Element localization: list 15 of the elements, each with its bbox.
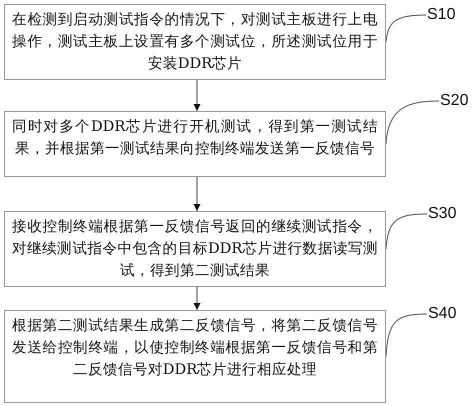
step-number: S10 — [427, 6, 456, 24]
step-number: S40 — [428, 305, 456, 323]
process-box — [4, 310, 386, 403]
arrow — [194, 286, 200, 310]
arrow — [194, 80, 200, 112]
step-text: 在检测到启动测试指令的情况下，对测试主板进行上电操作，测试主板上设置有多个测试位，所述测试位用于安装DDR芯片 — [12, 11, 378, 72]
step-text: 根据第二测试结果生成第二反馈信号，将第二反馈信号发送给控制终端，以使控制终端根据第一反馈信号和第二反馈信号对DDR芯片进行相应处理 — [12, 317, 378, 378]
step-number: S20 — [440, 92, 468, 110]
process-box — [4, 211, 386, 287]
process-box — [4, 111, 386, 177]
step-number: S30 — [428, 205, 456, 223]
step-text: 接收控制终端根据第一反馈信号返回的继续测试指令，对继续测试指令中包含的目标DDR芯片进行数据读写测试，得到第二测试结果 — [12, 218, 378, 279]
arrow — [194, 176, 200, 212]
step-text: 同时对多个DDR芯片进行开机测试，得到第一测试结果，并根据第一测试结果向控制终端发送第一反馈信号 — [12, 118, 378, 157]
process-box — [4, 4, 386, 80]
